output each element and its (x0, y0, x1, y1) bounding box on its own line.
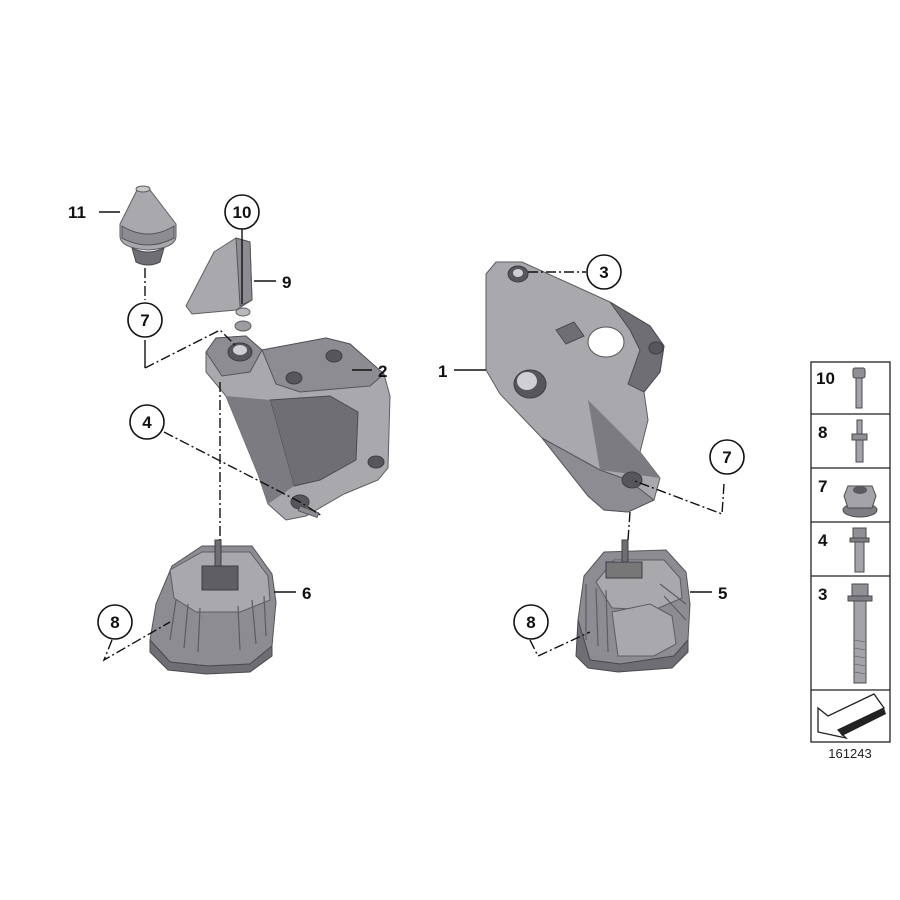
callout-11: 11 (68, 203, 86, 222)
callout-8-left: 8 (110, 613, 119, 632)
legend-row-4: 4 (818, 527, 870, 573)
leader-lines (99, 211, 725, 662)
callout-8-left-circle: 8 (97, 604, 133, 640)
long-hex-bolt-icon (847, 583, 873, 684)
callout-9: 9 (282, 273, 291, 292)
callout-5: 5 (718, 584, 727, 603)
collar-bolt-icon (849, 527, 870, 573)
engine-support-bracket-part (205, 335, 391, 521)
arrow-icon (817, 693, 886, 740)
legend-number-8: 8 (818, 423, 827, 442)
legend-row-7: 7 (818, 477, 878, 518)
callout-8-right: 8 (526, 613, 535, 632)
callouts: 11 9 2 6 1 5 10 7 4 8 3 7 (68, 194, 745, 640)
callout-7-right-circle: 7 (709, 439, 745, 475)
callout-10-circle: 10 (224, 194, 260, 230)
legend-number-10: 10 (816, 369, 835, 388)
legend-number-3: 3 (818, 585, 827, 604)
callout-4: 4 (142, 413, 152, 432)
hex-collar-nut-icon (842, 485, 878, 518)
engine-mount-right-part (575, 539, 691, 673)
small-bracket-part (185, 237, 253, 332)
callout-7-right: 7 (722, 448, 731, 467)
legend-number-7: 7 (818, 477, 827, 496)
callout-7-left: 7 (140, 311, 149, 330)
callout-6: 6 (302, 584, 311, 603)
engine-support-plate-part (485, 261, 665, 513)
legend-row-3: 3 (818, 583, 873, 684)
rubber-buffer-part (119, 185, 177, 266)
diagram-id: 161243 (828, 746, 871, 761)
callout-4-circle: 4 (129, 404, 165, 440)
legend-row-10: 10 (816, 367, 866, 409)
screw-icon (852, 367, 866, 409)
engine-mount-left-part (149, 539, 277, 675)
callout-7-left-circle: 7 (127, 302, 163, 338)
callout-1: 1 (438, 362, 447, 381)
legend-row-8: 8 (818, 419, 868, 463)
callout-3: 3 (599, 263, 608, 282)
legend-number-4: 4 (818, 531, 828, 550)
callout-2: 2 (378, 362, 387, 381)
callout-8-right-circle: 8 (513, 604, 549, 640)
fastener-legend: 10 8 7 4 (810, 361, 891, 743)
callout-3-circle: 3 (586, 254, 622, 290)
stud-bolt-icon (851, 419, 868, 463)
callout-10: 10 (233, 203, 252, 222)
